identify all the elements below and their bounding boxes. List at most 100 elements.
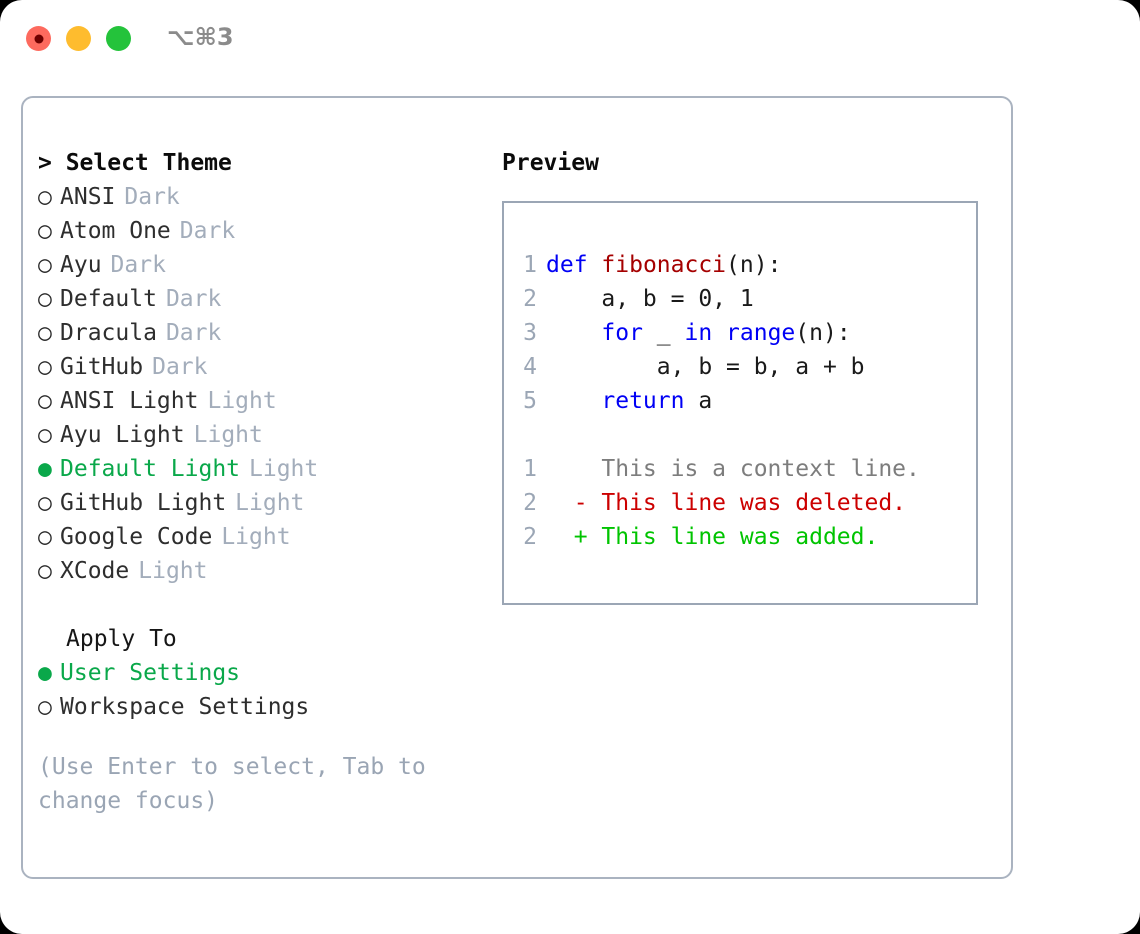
- diff-line: 1 This is a context line.: [513, 452, 920, 486]
- theme-name-label: Default: [60, 286, 157, 312]
- section-spacer: [38, 588, 488, 622]
- apply-to-header: Apply To: [66, 626, 177, 652]
- theme-variant-badge: Light: [193, 422, 263, 448]
- line-number: 2: [523, 524, 537, 550]
- theme-list-item[interactable]: ○ Ayu Dark: [38, 248, 488, 282]
- apply-to-label: Workspace Settings: [60, 694, 310, 720]
- radio-selected-icon[interactable]: ●: [38, 456, 52, 482]
- code-token: (n):: [795, 320, 851, 346]
- apply-to-option[interactable]: ○ Workspace Settings: [38, 690, 488, 724]
- code-token: fibonacci: [601, 252, 727, 278]
- code-token: (n):: [726, 252, 782, 278]
- theme-variant-badge: Light: [207, 388, 277, 414]
- code-line: 4 a, b = b, a + b: [513, 350, 920, 384]
- code-token: for: [601, 320, 643, 346]
- theme-name-label: Dracula: [60, 320, 157, 346]
- radio-unselected-icon[interactable]: ○: [38, 524, 52, 550]
- code-token: [546, 320, 601, 346]
- code-token: range: [726, 320, 796, 346]
- radio-selected-icon[interactable]: ●: [38, 660, 52, 686]
- theme-variant-badge: Dark: [165, 286, 222, 312]
- theme-name-label: GitHub: [60, 354, 144, 380]
- theme-name-label: ANSI Light: [60, 388, 199, 414]
- radio-unselected-icon[interactable]: ○: [38, 422, 52, 448]
- code-token: [546, 388, 601, 414]
- minimize-button[interactable]: [66, 26, 91, 51]
- title-bar: ⌥⌘3: [0, 0, 1140, 78]
- code-token: def: [546, 252, 588, 278]
- preview-header: Preview: [502, 150, 599, 176]
- line-number: 2: [523, 286, 537, 312]
- radio-unselected-icon[interactable]: ○: [38, 252, 52, 278]
- diff-line: 2 - This line was deleted.: [513, 486, 920, 520]
- theme-list-item[interactable]: ○ Default Dark: [38, 282, 488, 316]
- code-line: 5 return a: [513, 384, 920, 418]
- line-number: 3: [523, 320, 537, 346]
- code-token: in: [684, 320, 713, 346]
- radio-unselected-icon[interactable]: ○: [38, 694, 52, 720]
- diff-marker: [546, 456, 588, 482]
- code-token: return: [601, 388, 685, 414]
- theme-variant-badge: Light: [138, 558, 208, 584]
- code-token: _: [642, 320, 685, 346]
- close-button[interactable]: [26, 26, 51, 51]
- theme-list-item[interactable]: ○ ANSI Light Light: [38, 384, 488, 418]
- theme-name-label: Default Light: [60, 456, 241, 482]
- apply-to-option[interactable]: ● User Settings: [38, 656, 488, 690]
- radio-unselected-icon[interactable]: ○: [38, 490, 52, 516]
- radio-unselected-icon[interactable]: ○: [38, 558, 52, 584]
- keyboard-shortcut-label: ⌥⌘3: [167, 23, 234, 51]
- theme-variant-badge: Light: [235, 490, 305, 516]
- line-number: 2: [523, 490, 537, 516]
- diff-text: This line was deleted.: [587, 490, 907, 516]
- radio-unselected-icon[interactable]: ○: [38, 286, 52, 312]
- theme-list-item[interactable]: ○ GitHub Light Light: [38, 486, 488, 520]
- theme-name-label: ANSI: [60, 184, 116, 210]
- radio-unselected-icon[interactable]: ○: [38, 354, 52, 380]
- theme-list-item[interactable]: ○ GitHub Dark: [38, 350, 488, 384]
- theme-variant-badge: Dark: [152, 354, 208, 380]
- theme-list-item[interactable]: ○ Google Code Light: [38, 520, 488, 554]
- diff-marker: +: [546, 524, 588, 550]
- theme-name-label: GitHub Light: [60, 490, 227, 516]
- theme-name-label: Google Code: [60, 524, 213, 550]
- code-token: a, b = 0, 1: [546, 286, 754, 312]
- theme-list-item[interactable]: ● Default Light Light: [38, 452, 488, 486]
- radio-unselected-icon[interactable]: ○: [38, 388, 52, 414]
- apply-to-list: ● User Settings ○ Workspace Settings: [38, 656, 488, 724]
- maximize-button[interactable]: [106, 26, 131, 51]
- code-blank-line: [513, 418, 920, 452]
- theme-name-label: XCode: [60, 558, 130, 584]
- theme-variant-badge: Light: [221, 524, 291, 550]
- theme-variant-badge: Light: [249, 456, 319, 482]
- radio-unselected-icon[interactable]: ○: [38, 184, 52, 210]
- theme-list-item[interactable]: ○ XCode Light: [38, 554, 488, 588]
- radio-unselected-icon[interactable]: ○: [38, 320, 52, 346]
- diff-line: 2 + This line was added.: [513, 520, 920, 554]
- select-theme-header: > Select Theme: [38, 150, 232, 176]
- keyboard-hint-text: (Use Enter to select, Tab to change focu…: [38, 754, 440, 814]
- diff-marker: -: [546, 490, 588, 516]
- code-line: 2 a, b = 0, 1: [513, 282, 920, 316]
- line-number: 4: [523, 354, 537, 380]
- code-token: [712, 320, 726, 346]
- code-token: a: [684, 388, 713, 414]
- line-number: 5: [523, 388, 537, 414]
- traffic-light-buttons: [26, 26, 131, 51]
- radio-unselected-icon[interactable]: ○: [38, 218, 52, 244]
- diff-text: This line was added.: [587, 524, 879, 550]
- apply-to-label: User Settings: [60, 660, 241, 686]
- theme-variant-badge: Dark: [110, 252, 166, 278]
- theme-name-label: Ayu: [60, 252, 102, 278]
